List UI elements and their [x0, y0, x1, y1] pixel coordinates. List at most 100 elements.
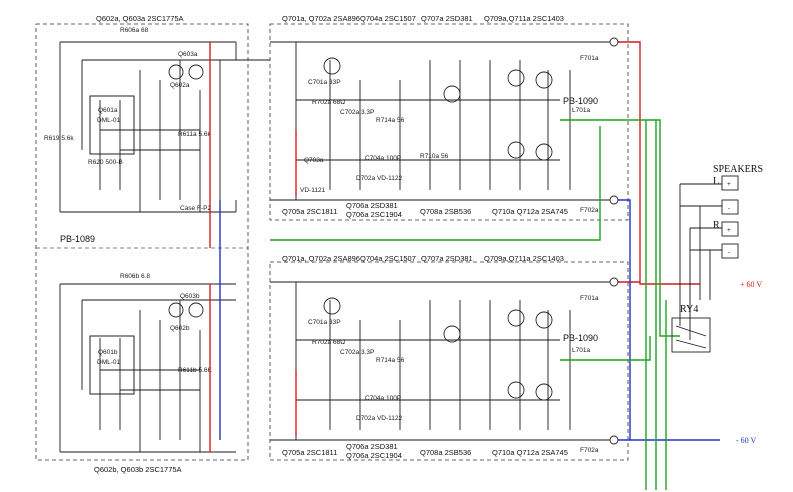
r702-label-b: R702a 68Ω	[312, 339, 345, 346]
c702-label-b: C702a 3.3P	[340, 349, 374, 356]
q603b-symbol	[168, 302, 184, 318]
r710-label: R710a 56	[420, 153, 449, 160]
output-board-bottom-outline	[269, 261, 629, 461]
q701b-symbol	[323, 297, 341, 315]
output-board-label-top: PB-1090	[563, 96, 598, 106]
ic-top-body	[89, 95, 135, 155]
q707-symbol	[443, 85, 461, 103]
ftr-q710-b: Q710a Q712a 2SA745	[492, 448, 568, 457]
speaker-l-plus: +	[727, 181, 731, 188]
hdr-q701: Q701a, Q702a 2SA896	[282, 14, 360, 23]
l701-label: L701a	[572, 107, 590, 114]
relay-label: RY4	[680, 304, 698, 315]
hdr-q701-b: Q701a, Q702a 2SA896	[282, 254, 360, 263]
driver-board-outline	[35, 23, 249, 461]
f701-label-b: F701a	[580, 295, 599, 302]
l701-label-b: L701a	[572, 347, 590, 354]
q602a-label: Q602a	[170, 82, 190, 89]
q709-symbol	[507, 69, 525, 87]
q603a-symbol	[168, 64, 184, 80]
hdr-q707: Q707a 2SD381	[421, 14, 473, 23]
hdr-q704-b: Q704a 2SC1507	[360, 254, 416, 263]
q602a-symbol	[188, 64, 204, 80]
r606-label: R606a 68	[120, 27, 149, 34]
speaker-r-plus-terminal	[721, 221, 739, 237]
speakers-title: SPEAKERS	[713, 164, 763, 175]
c702-label: C702a 3.3P	[340, 109, 374, 116]
q711b-symbol	[535, 311, 553, 329]
green-wires	[270, 119, 680, 490]
q602b-symbol	[188, 302, 204, 318]
q710b-symbol	[507, 381, 525, 399]
supply-plus-label: + 60 V	[740, 280, 762, 289]
q603a-label: Q603a	[178, 51, 198, 58]
d702-label-b: D702a VD-1122	[356, 415, 403, 422]
ftr-q708-b: Q708a 2SB536	[420, 448, 471, 457]
ic-bottom-name: Q601b	[98, 349, 118, 356]
ic-top-part: DML-01	[97, 117, 121, 124]
q710-symbol	[507, 141, 525, 159]
supply-minus-label: - 60 V	[736, 436, 757, 445]
c704-label: C704a 100P	[365, 155, 401, 162]
red-wires	[209, 41, 700, 452]
r702-label: R702a 68Ω	[312, 99, 345, 106]
c701-label: C701a 33P	[308, 79, 341, 86]
speaker-l-plus-terminal	[721, 175, 739, 191]
d702-label: D702a VD-1122	[356, 175, 403, 182]
speaker-l-minus-terminal	[721, 199, 739, 215]
r619-label: R619 5.6k	[44, 135, 74, 142]
ftr-q706b: Q706a 2SC1904	[346, 210, 402, 219]
vd-label: VD-1121	[300, 187, 326, 194]
q603b-label: Q603b	[180, 293, 200, 300]
driver-top-wiring	[59, 41, 270, 213]
hdr-q704: Q704a 2SC1507	[360, 14, 416, 23]
speaker-r-minus: -	[728, 249, 730, 256]
top-input-header: Q602a, Q603a 2SC1775A	[96, 14, 184, 23]
output-board-label-bottom: PB-1090	[563, 333, 598, 343]
speaker-r-minus-terminal	[721, 243, 739, 259]
r714-label-b: R714a 56	[376, 357, 405, 364]
bottom-input-footer: Q602b, Q603b 2SC1775A	[94, 465, 182, 474]
f702-label: F702a	[580, 207, 599, 214]
relay-contacts	[675, 325, 707, 349]
ic-top-name: Q601a	[98, 107, 118, 114]
terminal-bottom-minus	[609, 435, 619, 445]
output-bottom-wiring	[270, 281, 620, 441]
speaker-l-minus: -	[728, 205, 730, 212]
terminal-bottom-plus	[609, 277, 619, 287]
f702-label-b: F702a	[580, 447, 599, 454]
terminal-top-plus	[609, 37, 619, 47]
terminal-top-minus	[609, 195, 619, 205]
ftr-q705-b: Q705a 2SC1811	[282, 448, 337, 457]
f701-label: F701a	[580, 55, 599, 62]
ftr-q708: Q708a 2SB536	[420, 207, 471, 216]
c701-label-b: C701a 33P	[308, 319, 341, 326]
ftr-q706: Q706a 2SD381	[346, 201, 398, 210]
r611-label: R611a 5.6k	[178, 131, 212, 138]
q709b-symbol	[507, 309, 525, 327]
speaker-r-plus: +	[727, 227, 731, 234]
r606b-label: R606b 6.8	[120, 273, 150, 280]
r611b-label: R611b 5.6K	[178, 367, 213, 374]
q701-symbol	[323, 57, 341, 75]
ftr-q710: Q710a Q712a 2SA745	[492, 207, 568, 216]
speaker-wiring	[679, 183, 722, 340]
q712-symbol	[535, 143, 553, 161]
ic-bottom-part: DML-01	[97, 359, 121, 366]
ftr-q705: Q705a 2SC1811	[282, 207, 337, 216]
hdr-q707-b: Q707a 2SD381	[421, 254, 473, 263]
ic-bottom-body	[89, 335, 135, 395]
r620-label: R620 500-B	[88, 159, 123, 166]
ftr-q706b-b: Q706a 2SC1904	[346, 451, 402, 460]
relay-body	[671, 317, 711, 353]
driver-board-label: PB-1089	[60, 234, 95, 244]
q707b-symbol	[443, 325, 461, 343]
q602b-label: Q602b	[170, 325, 190, 332]
ftr-q706-b: Q706a 2SD381	[346, 442, 398, 451]
q711-symbol	[535, 71, 553, 89]
speaker-left-label: L	[713, 176, 719, 187]
q712b-symbol	[535, 383, 553, 401]
speaker-right-label: R	[713, 220, 720, 231]
